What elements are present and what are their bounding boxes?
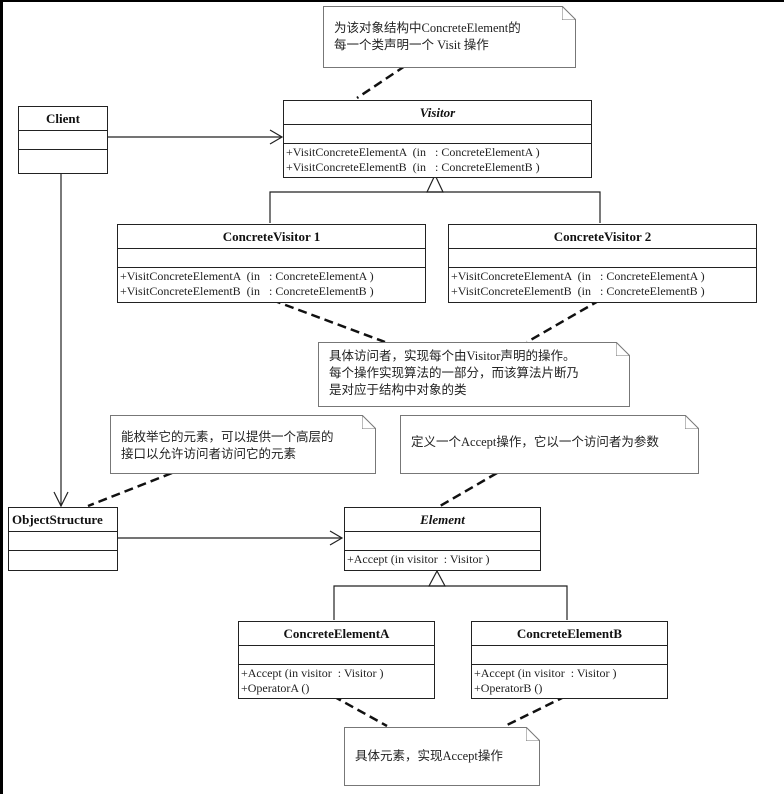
class-attributes xyxy=(9,532,117,551)
note-fold-icon xyxy=(616,342,630,356)
class-operations: +VisitConcreteElementA (in : ConcreteEle… xyxy=(284,144,591,177)
note-line: 接口以允许访问者访问它的元素 xyxy=(121,447,297,461)
operation: +VisitConcreteElementA (in : ConcreteEle… xyxy=(120,269,374,283)
class-attributes xyxy=(118,249,425,268)
note-fold-icon xyxy=(526,727,540,741)
class-name: Visitor xyxy=(284,101,591,125)
class-name: ConcreteVisitor 2 xyxy=(449,225,756,249)
note-anchor-cv2 xyxy=(526,298,601,344)
class-object-structure[interactable]: ObjectStructure xyxy=(8,507,118,571)
class-client[interactable]: Client xyxy=(18,106,108,174)
note-line: 具体元素，实现Accept操作 xyxy=(355,749,503,763)
note-anchor-ceb xyxy=(504,694,567,728)
operation: +VisitConcreteElementB (in : ConcreteEle… xyxy=(451,284,705,298)
class-name: Client xyxy=(19,107,107,131)
operation: +Accept (in visitor : Visitor ) xyxy=(347,552,490,566)
class-attributes xyxy=(345,532,540,551)
arrowhead-open xyxy=(53,491,69,508)
note-anchor-element xyxy=(439,471,498,508)
class-name: ConcreteElementB xyxy=(472,622,667,646)
class-attributes xyxy=(239,646,434,665)
generalization-triangle xyxy=(428,569,446,587)
note-concrete-visitor: 具体访问者，实现每个由Visitor声明的操作。 每个操作实现算法的一部分，而该… xyxy=(318,342,630,407)
note-visitor: 为该对象结构中ConcreteElement的 每一个类声明一个 Visit 操… xyxy=(323,6,576,68)
operation: +VisitConcreteElementA (in : ConcreteEle… xyxy=(451,269,705,283)
class-operations xyxy=(9,551,117,570)
class-operations: +Accept (in visitor : Visitor ) +Operato… xyxy=(239,665,434,698)
note-anchor-objectstructure xyxy=(87,471,173,508)
operation: +Accept (in visitor : Visitor ) xyxy=(474,666,617,680)
note-line: 每个操作实现算法的一部分，而该算法片断乃 xyxy=(329,366,580,380)
arrowhead-open xyxy=(329,530,344,546)
note-object-structure: 能枚举它的元素，可以提供一个高层的 接口以允许访问者访问它的元素 xyxy=(110,415,376,474)
operation: +OperatorB () xyxy=(474,681,543,695)
note-anchor-cea xyxy=(332,694,388,728)
operation: +OperatorA () xyxy=(241,681,310,695)
note-line: 是对应于结构中对象的类 xyxy=(329,383,467,397)
class-concrete-visitor-1[interactable]: ConcreteVisitor 1 +VisitConcreteElementA… xyxy=(117,224,426,303)
class-attributes xyxy=(19,131,107,150)
note-concrete-element: 具体元素，实现Accept操作 xyxy=(344,727,540,786)
class-name: ConcreteElementA xyxy=(239,622,434,646)
class-name: Element xyxy=(345,508,540,532)
class-operations: +Accept (in visitor : Visitor ) xyxy=(345,551,540,570)
note-fold-icon xyxy=(685,415,699,429)
operation: +VisitConcreteElementB (in : ConcreteEle… xyxy=(120,284,374,298)
class-attributes xyxy=(449,249,756,268)
arrowhead-open xyxy=(269,129,284,145)
note-fold-icon xyxy=(362,415,376,429)
operation: +VisitConcreteElementA (in : ConcreteEle… xyxy=(286,145,540,159)
class-operations: +VisitConcreteElementA (in : ConcreteEle… xyxy=(449,268,756,302)
note-anchor-visitor xyxy=(356,64,406,100)
operation: +VisitConcreteElementB (in : ConcreteEle… xyxy=(286,160,540,174)
note-line: 每一个类声明一个 Visit 操作 xyxy=(334,38,489,52)
class-name: ConcreteVisitor 1 xyxy=(118,225,425,249)
class-concrete-element-a[interactable]: ConcreteElementA +Accept (in visitor : V… xyxy=(238,621,435,699)
class-operations: +Accept (in visitor : Visitor ) +Operato… xyxy=(472,665,667,698)
note-line: 为该对象结构中ConcreteElement的 xyxy=(334,21,521,35)
class-element[interactable]: Element +Accept (in visitor : Visitor ) xyxy=(344,507,541,571)
note-anchor-cv1 xyxy=(271,298,386,344)
class-visitor[interactable]: Visitor +VisitConcreteElementA (in : Con… xyxy=(283,100,592,178)
operation: +Accept (in visitor : Visitor ) xyxy=(241,666,384,680)
note-line: 具体访问者，实现每个由Visitor声明的操作。 xyxy=(329,349,576,363)
note-line: 能枚举它的元素，可以提供一个高层的 xyxy=(121,430,334,444)
generalization-line-elements xyxy=(333,585,568,620)
class-attributes xyxy=(472,646,667,665)
class-concrete-element-b[interactable]: ConcreteElementB +Accept (in visitor : V… xyxy=(471,621,668,699)
class-name: ObjectStructure xyxy=(9,508,117,532)
generalization-line-visitors xyxy=(269,191,601,223)
note-element: 定义一个Accept操作，它以一个访问者为参数 xyxy=(400,415,699,474)
note-line: 定义一个Accept操作，它以一个访问者为参数 xyxy=(411,435,659,449)
class-operations: +VisitConcreteElementA (in : ConcreteEle… xyxy=(118,268,425,302)
class-attributes xyxy=(284,125,591,144)
class-operations xyxy=(19,150,107,173)
class-concrete-visitor-2[interactable]: ConcreteVisitor 2 +VisitConcreteElementA… xyxy=(448,224,757,303)
note-fold-icon xyxy=(562,6,576,20)
